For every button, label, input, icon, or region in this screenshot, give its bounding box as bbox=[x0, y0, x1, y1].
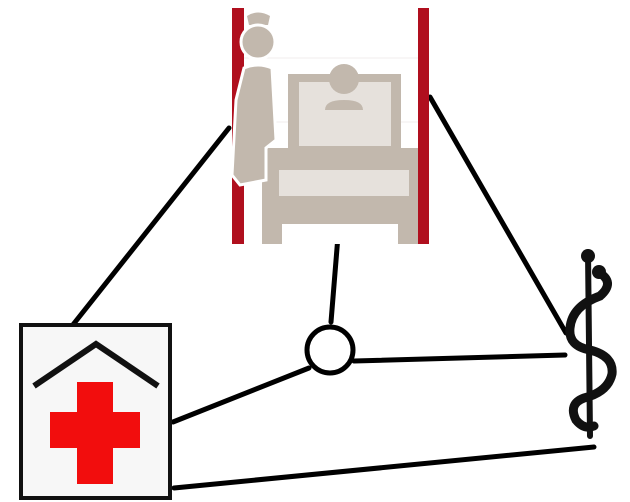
edge-hub-to-home bbox=[173, 368, 309, 422]
home-health-icon bbox=[21, 325, 170, 498]
edge-patient-to-hub bbox=[331, 236, 338, 322]
edge-patient-to-medicine bbox=[430, 97, 566, 333]
bed-mattress-stripe bbox=[279, 170, 409, 196]
staff-knob bbox=[581, 249, 595, 263]
right-curtain bbox=[418, 8, 429, 244]
staff bbox=[588, 252, 590, 436]
edge-patient-to-home bbox=[68, 128, 229, 331]
rod-of-asclepius-icon bbox=[570, 249, 612, 436]
serpent-head bbox=[592, 265, 606, 279]
hub-node-circle bbox=[307, 327, 353, 373]
nurse-patient-bed-icon bbox=[232, 8, 429, 244]
edge-hub-to-medicine bbox=[354, 355, 565, 361]
edge-home-to-medicine bbox=[174, 447, 594, 488]
